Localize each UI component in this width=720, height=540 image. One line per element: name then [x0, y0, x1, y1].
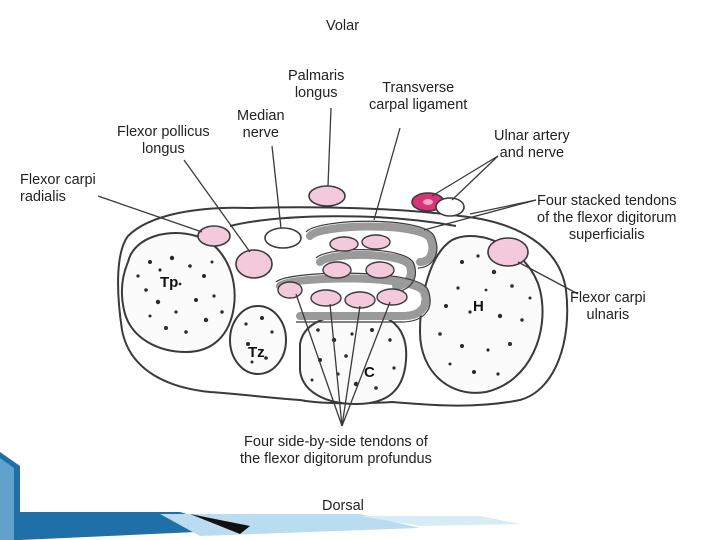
fdp-tendons-label: Four side-by-side tendons of the flexor …: [240, 434, 432, 467]
flexor-carpi-ulnaris-label: Flexor carpi ulnaris: [570, 290, 646, 323]
fds-tendons: [322, 234, 395, 279]
leader-lines: [97, 107, 579, 427]
slide-decoration: [0, 452, 520, 540]
flexor-pollicus-longus-label: Flexor pollicus longus: [117, 124, 210, 157]
fds-tendons-label: Four stacked tendons of the flexor digit…: [537, 193, 677, 243]
trapezium-label: Tp: [160, 274, 179, 291]
trapezium-bone: [120, 232, 236, 354]
transverse-carpal-ligament: [229, 215, 457, 227]
dorsal-label: Dorsal: [322, 498, 364, 514]
transverse-carpal-ligament-label: Transverse carpal ligament: [369, 80, 468, 113]
trapezoid-label: Tz: [248, 344, 265, 361]
palmaris-longus-tendon: [308, 185, 346, 207]
ulnar-nerve: [435, 197, 465, 217]
bone-trabeculae: [136, 254, 532, 390]
flexor-carpi-radialis-tendon: [197, 225, 231, 247]
median-nerve: [264, 227, 302, 249]
fdp-tendons: [277, 281, 408, 309]
flexor-carpi-ulnaris-tendon: [487, 237, 529, 267]
flexor-pollicis-longus-tendon: [235, 249, 273, 279]
median-nerve-label: Median nerve: [237, 108, 285, 141]
ulnar-artery-lumen: [423, 199, 433, 205]
volar-label: Volar: [326, 18, 360, 34]
hamate-label: H: [473, 298, 484, 315]
ulnar-artery-nerve-label: Ulnar artery and nerve: [494, 128, 570, 161]
synovial-sheath-outline: [275, 220, 438, 323]
trapezoid-bone: [229, 305, 287, 375]
capitate-bone: [299, 312, 408, 406]
synovial-sheath: [276, 222, 437, 320]
flexor-carpi-radialis-label: Flexor carpi radialis: [20, 172, 96, 205]
palmaris-longus-label: Palmaris longus: [288, 68, 345, 101]
capitate-label: C: [364, 364, 375, 381]
